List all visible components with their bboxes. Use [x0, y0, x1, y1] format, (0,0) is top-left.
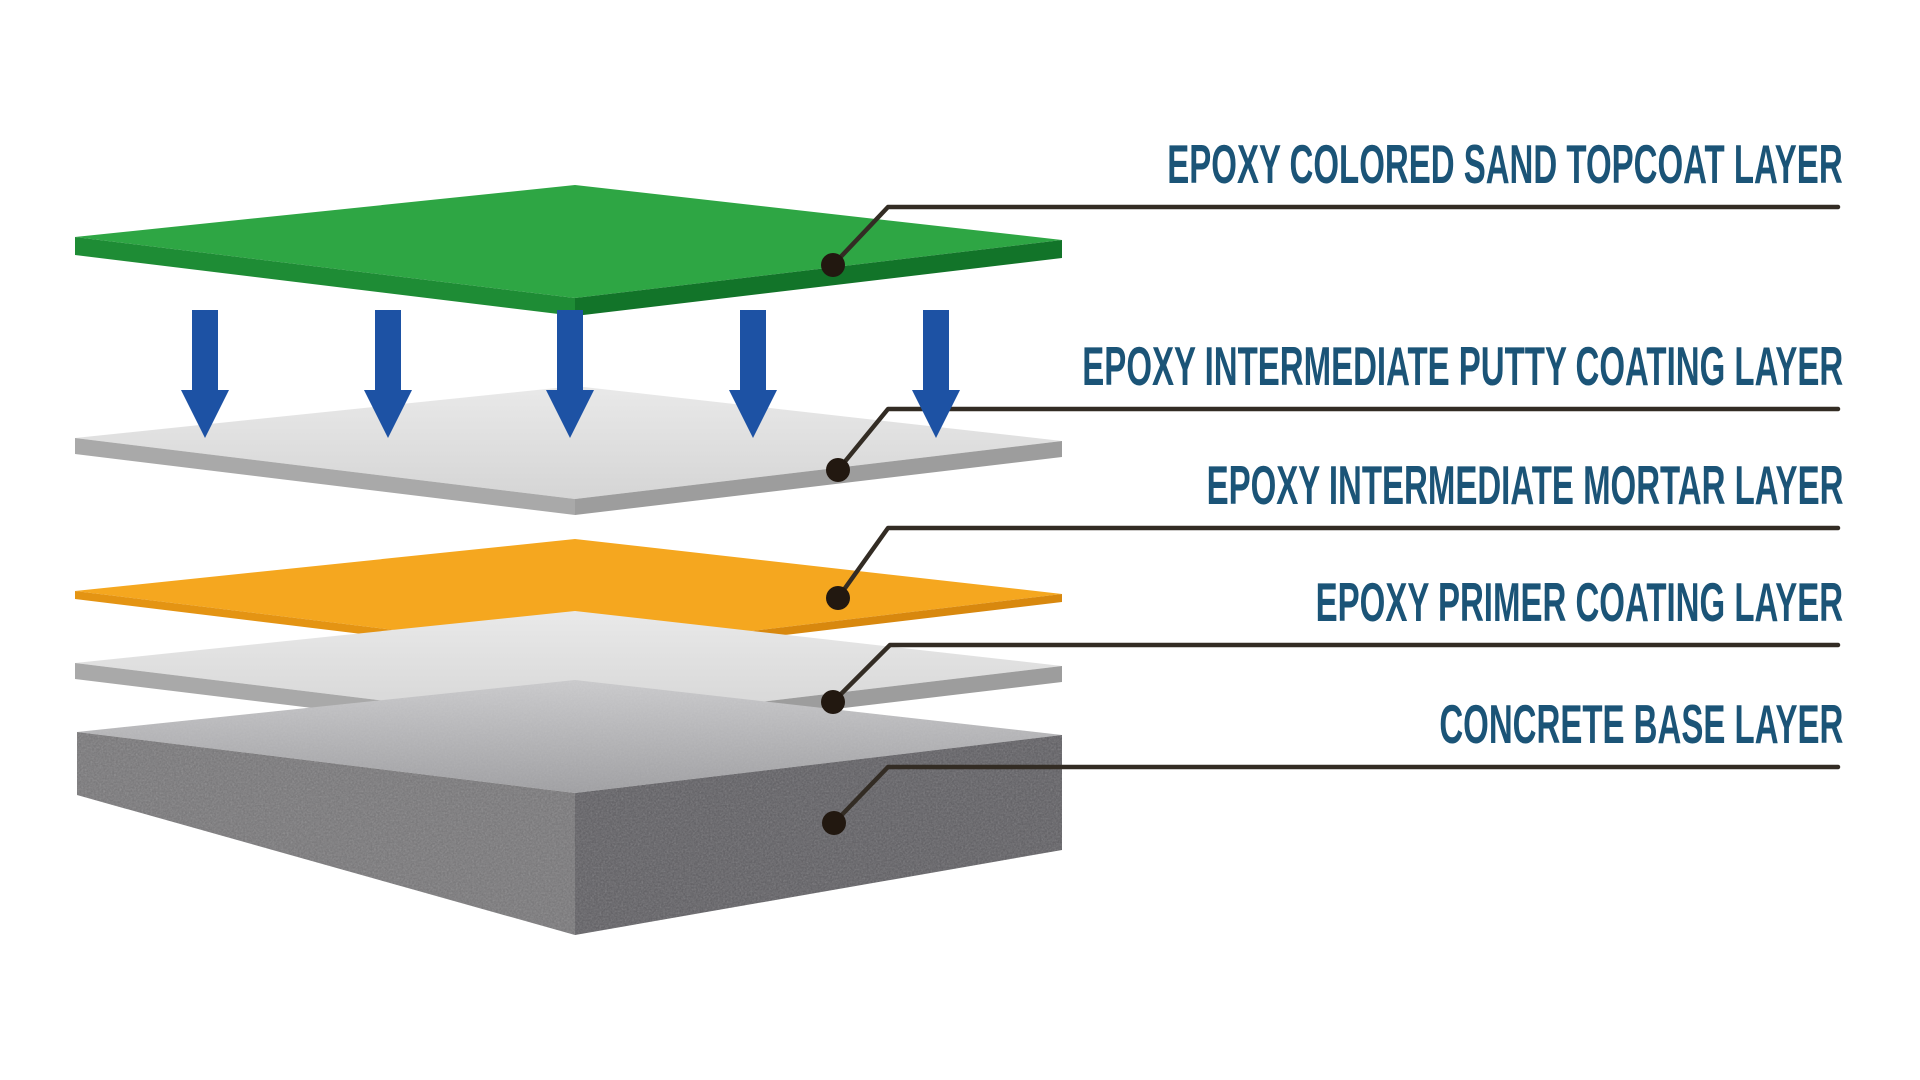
leader-line-mortar [835, 525, 1841, 601]
down-arrow-icon [181, 310, 229, 438]
leader-line-primer [830, 642, 1841, 705]
concrete-texture [77, 732, 1062, 935]
down-arrow-icon [729, 310, 777, 438]
label-primer-coating-layer: EPOXY PRIMER COATING LAYER [1315, 571, 1843, 633]
leader-dot-primer [821, 690, 845, 714]
leader-lines [830, 204, 1841, 826]
topcoat-top-face [75, 185, 1062, 298]
concrete-layer [77, 680, 1062, 935]
concrete-top-texture [77, 680, 1062, 793]
down-arrow-icon [364, 310, 412, 438]
mortar-top-face [75, 539, 1062, 652]
topcoat-front-left-face [75, 237, 575, 316]
leader-dots [821, 253, 850, 835]
putty-front-right-face [575, 441, 1062, 515]
leader-dot-putty [826, 458, 850, 482]
putty-front-left-face [75, 438, 575, 515]
leader-dot-concrete [822, 811, 846, 835]
label-topcoat-layer: EPOXY COLORED SAND TOPCOAT LAYER [1167, 133, 1843, 195]
down-arrow-icon [546, 310, 594, 438]
topcoat-layer [75, 185, 1062, 316]
primer-top-face [75, 611, 1062, 724]
leader-line-topcoat [830, 204, 1841, 268]
label-putty-coating-layer: EPOXY INTERMEDIATE PUTTY COATING LAYER [1082, 335, 1843, 397]
putty-layer [75, 386, 1062, 515]
label-concrete-base-layer: CONCRETE BASE LAYER [1438, 693, 1843, 755]
leader-line-concrete [831, 764, 1841, 826]
leader-dot-mortar [826, 586, 850, 610]
leader-dot-topcoat [821, 253, 845, 277]
label-mortar-layer: EPOXY INTERMEDIATE MORTAR LAYER [1206, 454, 1843, 516]
topcoat-front-right-face [575, 240, 1062, 316]
putty-top-face [75, 386, 1062, 499]
down-arrow-icon [912, 310, 960, 438]
leader-line-putty [835, 406, 1841, 473]
pressure-arrows [181, 310, 960, 438]
